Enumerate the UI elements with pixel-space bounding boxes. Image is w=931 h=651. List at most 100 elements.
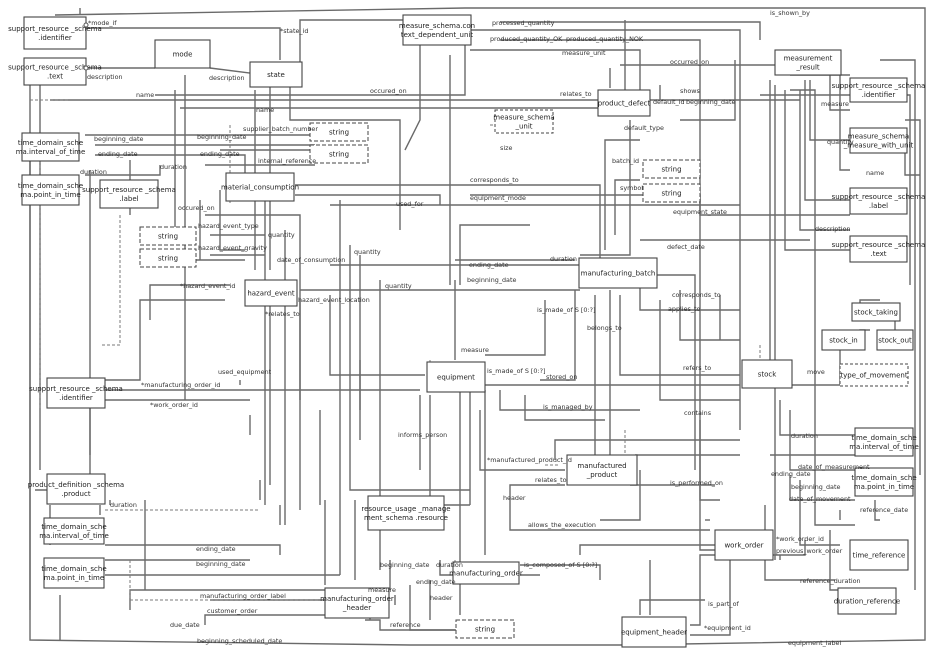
entity-time-reference[interactable]: time_reference <box>849 539 909 571</box>
rel-hazard-event-location: hazard_event_location <box>298 296 370 304</box>
entity-support-resource-schema-identifier-2[interactable]: support_resource _schema.identifier <box>832 77 926 103</box>
relationship-lines <box>29 7 926 646</box>
entity-duration-reference[interactable]: duration_reference <box>834 587 900 615</box>
rel-applies-to: applies_to <box>668 305 701 313</box>
rel-name-2: name <box>256 106 274 114</box>
entity-string-3[interactable]: string <box>642 159 701 179</box>
entity-work-order[interactable]: work_order <box>714 529 774 561</box>
entity-stock-in[interactable]: stock_in <box>821 329 866 351</box>
entity-support-resource-schema-text-2[interactable]: support_resource _schema.text <box>832 235 926 263</box>
rel-equipment-label: equipment_label <box>788 639 841 647</box>
entity-equipment[interactable]: equipment <box>426 361 486 393</box>
rel-measure-2: measure <box>461 346 489 354</box>
entity-string-6[interactable]: string <box>139 248 197 268</box>
entity-measure-schema-unit[interactable]: measure_schema_unit <box>493 109 555 134</box>
entity-label: string <box>661 166 681 174</box>
rel-relates-to-3: relates_to <box>535 476 567 484</box>
entity-manufacturing-batch[interactable]: manufacturing_batch <box>578 257 658 289</box>
entity-string-2[interactable]: string <box>309 144 369 164</box>
entity-string-7[interactable]: string <box>455 619 515 639</box>
rel-description-3: description <box>815 225 851 233</box>
entity-support-resource-schema-label-1[interactable]: support_resource _schema.label <box>82 179 176 209</box>
entity-measurement-result[interactable]: measurement_result <box>774 49 842 76</box>
entity-string-5[interactable]: string <box>139 226 197 246</box>
rel-ending-date-2: ending_date <box>200 150 240 158</box>
entity-label: time_reference <box>853 552 906 560</box>
rel-duration-6: duration <box>436 561 463 569</box>
rel-date-of-consumption: date_of_consumption <box>277 256 345 264</box>
entity-label: stock <box>758 371 778 379</box>
entity-support-resource-schema-text-1[interactable]: support_resource _schema.text <box>8 57 102 86</box>
entity-support-resource-schema-identifier-1[interactable]: support_resource _schema.identifier <box>8 16 102 50</box>
rel-reference: reference <box>390 621 421 629</box>
entity-material-consumption[interactable]: material_consumption <box>221 172 299 202</box>
rel-beginning-date-2: beginning_date <box>197 133 246 141</box>
rel-occurred-on-1: occurred_on <box>670 58 709 66</box>
rel-informs-person: informs_person <box>398 431 447 439</box>
rel-measure-3: measure <box>368 586 396 594</box>
rel-work-order-id-2: *work_order_id <box>776 535 824 543</box>
rel-hazard-event-id: *hazard_event_id <box>180 282 235 290</box>
rel-ending-date-6: ending_date <box>416 578 456 586</box>
rel-duration-1: duration <box>80 168 107 176</box>
entity-measure-schema-measure-with-unit[interactable]: measure_schema_measure_with_unit <box>843 127 914 154</box>
rel-used-equipment: used_equipment <box>218 368 272 376</box>
entity-state[interactable]: state <box>249 61 303 88</box>
rel-beginning-date-side: beginning_date <box>94 135 143 143</box>
rel-belongs-to: belongs_to <box>587 324 622 332</box>
entity-label: stock_taking <box>854 309 898 317</box>
entity-stock-out[interactable]: stock_out <box>876 329 914 351</box>
entity-label: support_resource _schema.identifier <box>8 25 102 42</box>
rel-ending-date-4: ending_date <box>771 470 811 478</box>
entity-label: manufacturing_order <box>449 570 523 578</box>
entity-product-definition-schema-product[interactable]: product_definition _schema.product <box>28 473 124 505</box>
rel-hazard-event-type: hazard_event_type <box>198 222 259 230</box>
rel-contains: contains <box>684 409 712 417</box>
rel-beginning-scheduled-date: beginning_scheduled_date <box>197 637 282 645</box>
entity-hazard-event[interactable]: hazard_event <box>244 279 298 307</box>
rel-state-id: *state_id <box>280 27 308 35</box>
rel-header-1: header <box>503 494 526 502</box>
entity-equipment-header[interactable]: equipment_header <box>621 616 687 648</box>
rel-beginning-date-4: beginning_date <box>791 483 840 491</box>
entity-stock[interactable]: stock <box>741 359 793 389</box>
entity-label: equipment <box>437 374 475 382</box>
entity-stock-taking[interactable]: stock_taking <box>851 302 901 322</box>
entity-type-of-movement[interactable]: type_of_movement <box>839 363 909 387</box>
entity-label: measure_schema_unit <box>493 114 554 131</box>
rel-reference-duration: reference_duration <box>800 577 861 585</box>
rel-measure-unit: measure_unit <box>562 49 606 57</box>
rel-manufacturing-order-id: *manufacturing_order_id <box>141 381 220 389</box>
entity-product-defect[interactable]: product_defect <box>597 89 651 117</box>
rel-beginning-date-5: beginning_date <box>196 560 245 568</box>
rel-hazard-event-gravity: hazard_event_gravity <box>198 244 267 252</box>
entity-string-4[interactable]: string <box>642 183 701 203</box>
entity-manufacturing-order-header[interactable]: manufacturing_order_header <box>320 587 394 619</box>
entity-string-1[interactable]: string <box>309 122 369 142</box>
entity-support-resource-schema-identifier-3[interactable]: support_resource _schema.identifier <box>29 377 123 409</box>
entity-support-resource-schema-label-2[interactable]: support_resource _schema.label <box>832 187 926 215</box>
rel-processed-quantity: processed_quantity <box>492 19 555 27</box>
rel-mode-if: *mode_if <box>88 19 117 27</box>
entity-label: string <box>329 151 349 159</box>
rel-due-date: due_date <box>170 621 200 629</box>
entity-label: hazard_event <box>247 290 295 298</box>
rel-symbol: symbol <box>620 184 643 192</box>
entity-manufactured-product[interactable]: manufactured_product <box>566 454 638 486</box>
entity-mode[interactable]: mode <box>154 39 211 69</box>
rel-quantity-1: quantity <box>827 138 854 146</box>
rel-refers-to: refers_to <box>683 364 711 372</box>
entity-manufacturing-order[interactable]: manufacturing_order <box>449 561 523 585</box>
